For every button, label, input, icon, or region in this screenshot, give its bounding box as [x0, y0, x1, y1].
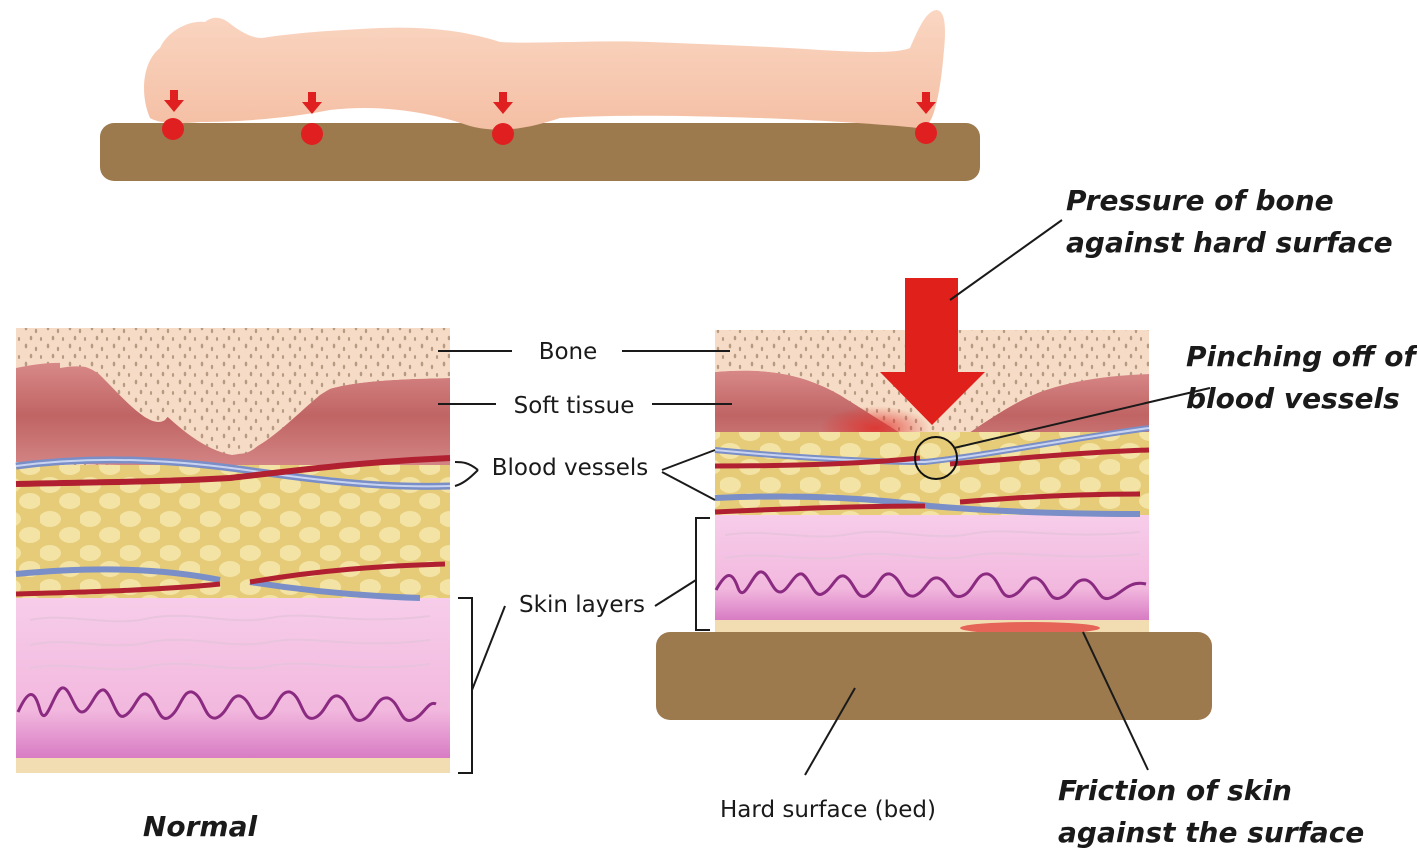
- label-skin-layers: Skin layers: [519, 592, 645, 618]
- label-friction-line1: Friction of skin: [1058, 774, 1292, 807]
- label-soft-tissue: Soft tissue: [514, 393, 635, 419]
- hard-surface-bed: [656, 632, 1212, 720]
- skin-layer-pressure: [715, 515, 1149, 620]
- skin-layer: [16, 598, 450, 758]
- label-pinching-line2: blood vessels: [1186, 382, 1400, 415]
- label-friction-line2: against the surface: [1058, 816, 1364, 849]
- label-bone: Bone: [539, 339, 598, 365]
- label-blood-vessels: Blood vessels: [492, 455, 648, 481]
- normal-tissue-section: [16, 328, 450, 773]
- lying-body-illustration: [100, 10, 980, 181]
- human-body-silhouette: [144, 10, 945, 130]
- pressure-tissue-section: [656, 278, 1212, 720]
- label-pressure-line1: Pressure of bone: [1066, 184, 1334, 217]
- label-normal: Normal: [143, 810, 258, 843]
- label-pinching-line1: Pinching off of: [1186, 340, 1417, 373]
- label-hard-surface: Hard surface (bed): [720, 797, 936, 823]
- mattress-top: [100, 123, 980, 181]
- label-pressure-line2: against hard surface: [1066, 226, 1393, 259]
